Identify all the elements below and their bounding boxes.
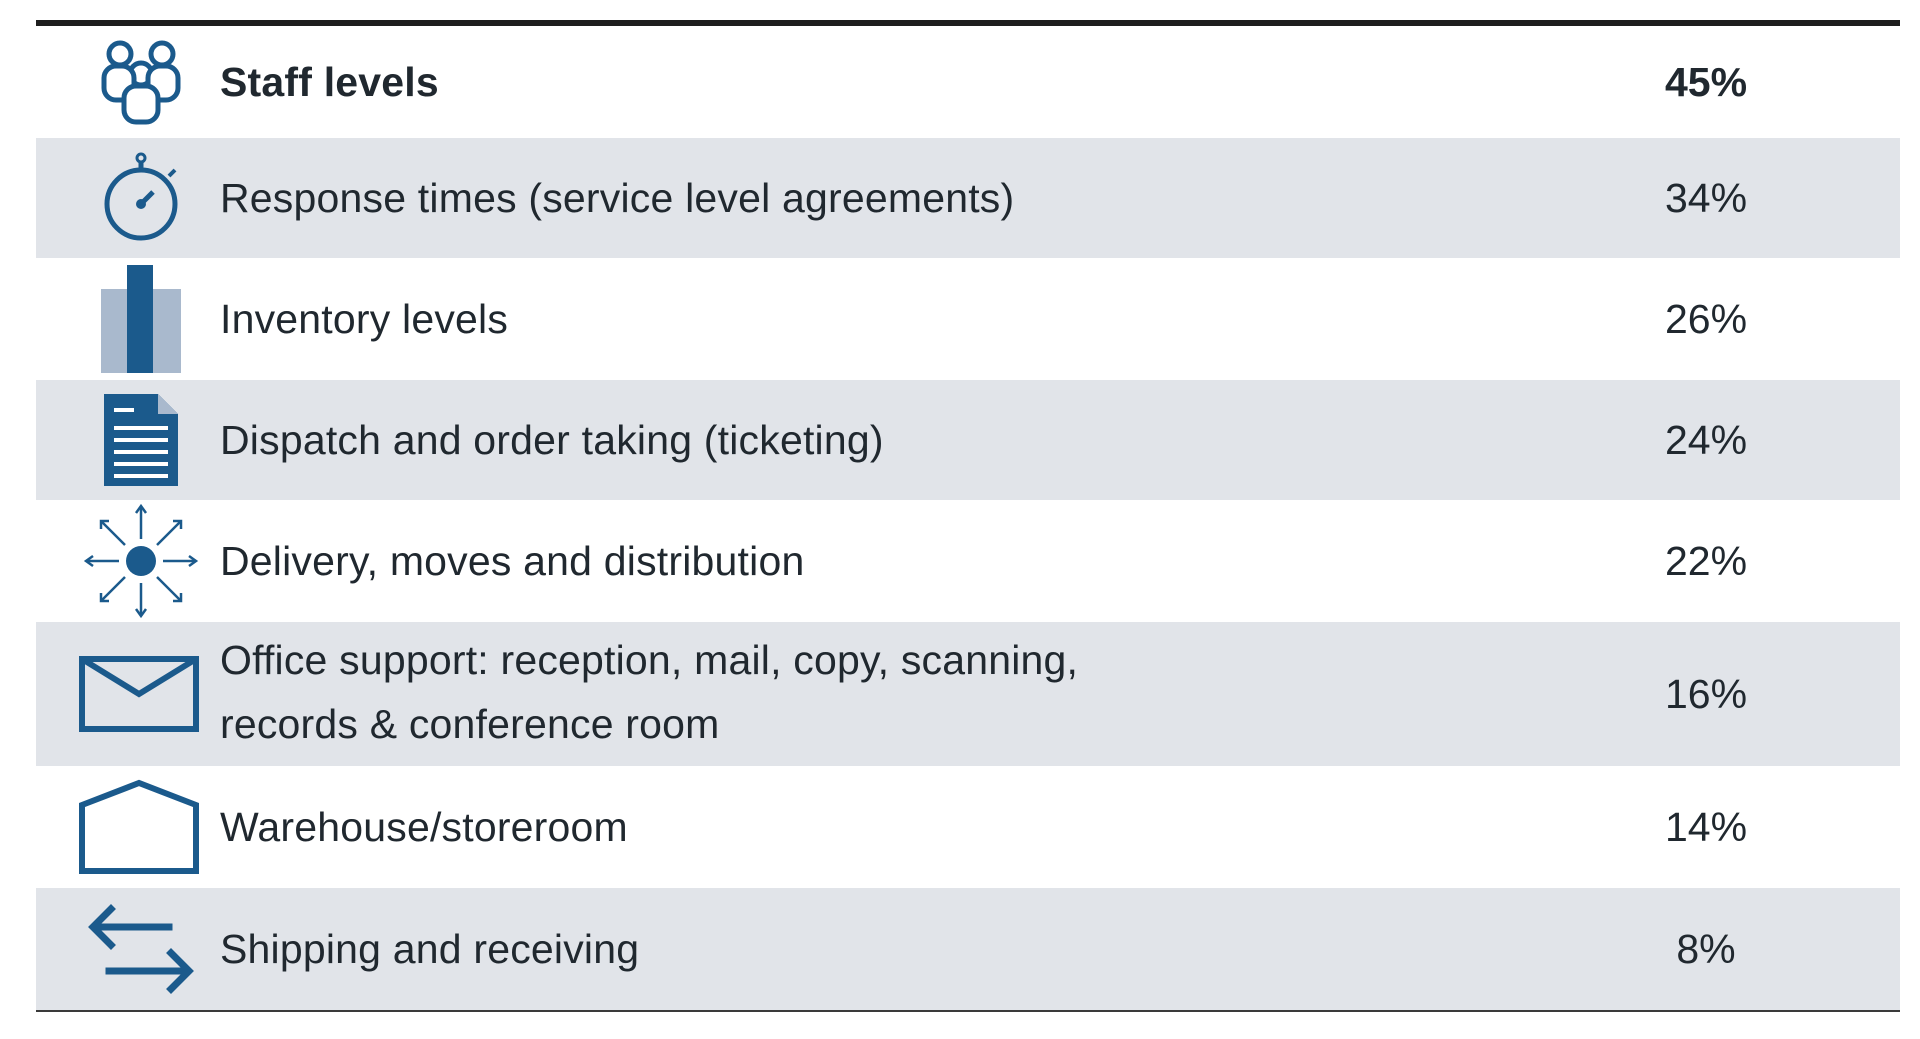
envelope-icon <box>74 656 204 732</box>
table-row: Dispatch and order taking (ticketing) 24… <box>36 380 1900 500</box>
row-label: Shipping and receiving <box>220 926 640 972</box>
row-label: Dispatch and order taking (ticketing) <box>220 417 884 463</box>
people-group-icon <box>76 40 206 125</box>
stopwatch-icon <box>76 152 206 244</box>
radiating-arrows-icon <box>76 503 206 619</box>
row-label-line2: records & conference room <box>220 701 720 747</box>
document-icon <box>76 394 206 486</box>
row-value: 45% <box>1664 58 1748 105</box>
table-row: Warehouse/storeroom 14% <box>36 766 1900 888</box>
table-row: Staff levels 45% <box>36 26 1900 138</box>
row-label: Inventory levels <box>220 296 509 342</box>
row-label: Warehouse/storeroom <box>220 804 628 850</box>
row-value: 16% <box>1664 670 1748 717</box>
row-label-line1: Office support: reception, mail, copy, s… <box>220 637 1079 683</box>
row-value: 14% <box>1664 803 1748 850</box>
table-row: Office support: reception, mail, copy, s… <box>36 622 1900 766</box>
row-label: Response times (service level agreements… <box>220 175 1015 221</box>
priority-table: Staff levels 45% Response times (service… <box>36 20 1900 1012</box>
table-row: Delivery, moves and distribution 22% <box>36 500 1900 622</box>
row-value: 34% <box>1664 174 1748 221</box>
row-value: 24% <box>1664 416 1748 463</box>
bar-chart-icon <box>76 265 206 373</box>
row-label: Staff levels <box>220 59 439 105</box>
table-row: Response times (service level agreements… <box>36 138 1900 258</box>
house-outline-icon <box>74 779 204 875</box>
exchange-arrows-icon <box>76 901 206 997</box>
table-row: Shipping and receiving 8% <box>36 888 1900 1010</box>
row-value: 22% <box>1664 537 1748 584</box>
row-value: 26% <box>1664 295 1748 342</box>
row-label: Delivery, moves and distribution <box>220 538 805 584</box>
row-value: 8% <box>1676 925 1736 972</box>
table-row: Inventory levels 26% <box>36 258 1900 380</box>
